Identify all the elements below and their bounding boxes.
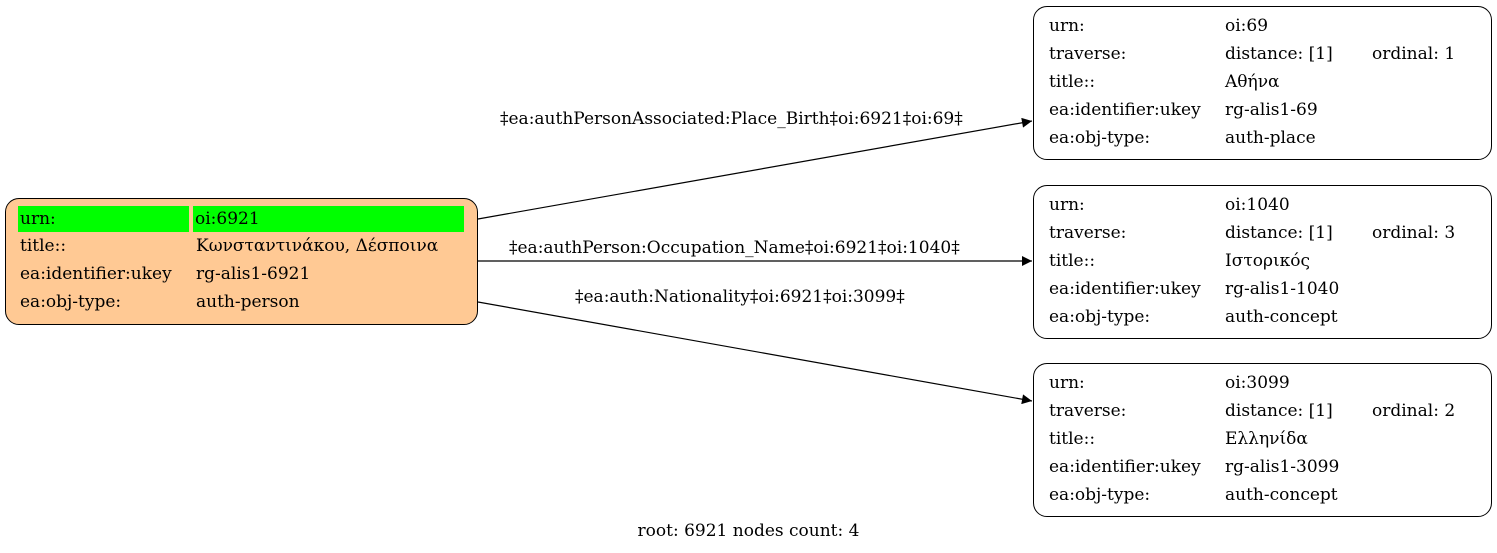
root-title-key: title:: (20, 236, 67, 256)
target-distance: distance: [1] (1225, 223, 1333, 243)
target-node-oi-69[interactable]: urn: oi:69 traverse: distance: [1] ordin… (1033, 6, 1492, 160)
target-distance: distance: [1] (1225, 401, 1333, 421)
target-ukey-key: ea:identifier:ukey (1049, 100, 1201, 120)
root-row-type: ea:obj-type: auth-person (20, 289, 468, 315)
target-title-value: Ιστορικός (1225, 251, 1310, 271)
target-urn-value: oi:3099 (1225, 373, 1290, 393)
root-type-key: ea:obj-type: (20, 292, 122, 312)
target-type-value: auth-place (1225, 128, 1316, 148)
target-title-value: Αθήνα (1225, 72, 1280, 92)
target-title-key: title:: (1049, 72, 1096, 92)
target-ukey-value: rg-alis1-3099 (1225, 457, 1340, 477)
target-type-key: ea:obj-type: (1049, 128, 1151, 148)
target-ukey-key: ea:identifier:ukey (1049, 279, 1201, 299)
target-type-key: ea:obj-type: (1049, 307, 1151, 327)
target-title-value: Ελληνίδα (1225, 429, 1308, 449)
target-ordinal: ordinal: 1 (1372, 44, 1456, 64)
target-urn-value: oi:69 (1225, 16, 1269, 36)
root-ukey-value: rg-alis1-6921 (196, 264, 311, 284)
target-urn-value: oi:1040 (1225, 195, 1290, 215)
target-type-value: auth-concept (1225, 485, 1338, 505)
edge-line-nationality (477, 301, 1033, 405)
root-urn-value: oi:6921 (193, 206, 464, 232)
root-type-value: auth-person (196, 292, 300, 312)
target-urn-key: urn: (1049, 373, 1085, 393)
target-urn-key: urn: (1049, 16, 1085, 36)
edge-label-nationality: ‡ea:auth:Nationality‡oi:6921‡oi:3099‡ (575, 287, 905, 307)
root-ukey-key: ea:identifier:ukey (20, 264, 172, 284)
target-type-key: ea:obj-type: (1049, 485, 1151, 505)
edge-label-place-birth: ‡ea:authPersonAssociated:Place_Birth‡oi:… (500, 109, 963, 129)
edge-line-place-birth (477, 117, 1033, 220)
target-traverse-key: traverse: (1049, 223, 1127, 243)
target-title-key: title:: (1049, 251, 1096, 271)
root-urn-key: urn: (18, 206, 189, 232)
target-ordinal: ordinal: 2 (1372, 401, 1456, 421)
target-urn-key: urn: (1049, 195, 1085, 215)
root-row-urn: urn: oi:6921 (18, 206, 466, 232)
root-row-title: title:: Κωνσταντινάκου, Δέσποινα (20, 233, 468, 259)
edge-label-occupation: ‡ea:authPerson:Occupation_Name‡oi:6921‡o… (509, 238, 960, 258)
target-distance: distance: [1] (1225, 44, 1333, 64)
root-row-ukey: ea:identifier:ukey rg-alis1-6921 (20, 261, 468, 287)
root-title-value: Κωνσταντινάκου, Δέσποινα (196, 236, 439, 256)
target-ukey-key: ea:identifier:ukey (1049, 457, 1201, 477)
target-node-oi-1040[interactable]: urn: oi:1040 traverse: distance: [1] ord… (1033, 185, 1492, 339)
target-node-oi-3099[interactable]: urn: oi:3099 traverse: distance: [1] ord… (1033, 363, 1492, 517)
target-type-value: auth-concept (1225, 307, 1338, 327)
target-ordinal: ordinal: 3 (1372, 223, 1456, 243)
root-node[interactable]: urn: oi:6921 title:: Κωνσταντινάκου, Δέσ… (5, 198, 478, 325)
target-traverse-key: traverse: (1049, 401, 1127, 421)
target-title-key: title:: (1049, 429, 1096, 449)
target-traverse-key: traverse: (1049, 44, 1127, 64)
target-ukey-value: rg-alis1-1040 (1225, 279, 1340, 299)
target-ukey-value: rg-alis1-69 (1225, 100, 1318, 120)
graph-footer: root: 6921 nodes count: 4 (637, 521, 860, 541)
